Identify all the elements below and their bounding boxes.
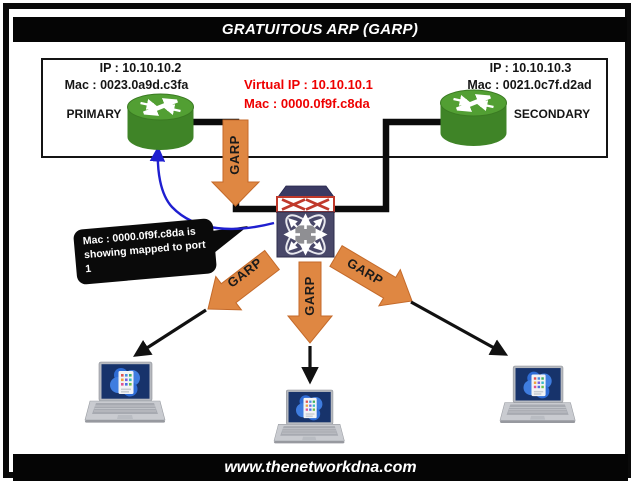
router-group-box [41,58,608,158]
switch-icon [276,185,335,258]
laptop-icon-left [84,361,166,424]
link-to-pc-right [410,300,509,356]
connection-secondary-to-switch [332,118,446,213]
secondary-ip: IP : 10.10.10.3 [489,61,572,75]
laptop-icon-right [499,365,576,424]
secondary-mac: Mac : 0021.0c7f.d2ad [467,78,592,92]
secondary-label: SECONDARY [513,107,591,121]
router-icon-secondary [441,90,507,146]
laptop-icon-middle [273,389,345,444]
page-title: GRATUITOUS ARP (GARP) [13,17,627,42]
garp-arrow-primary-down [210,119,261,207]
link-to-pc-left [133,308,207,357]
garp-arrow-to-pc-middle [286,261,334,344]
garp-arrow-to-pc-left [207,249,281,311]
primary-mac: Mac : 0023.0a9d.c3fa [64,78,189,92]
virtual-mac: Mac : 0000.0f9f.c8da [244,96,370,111]
router-icon-primary [128,94,194,150]
primary-ip: IP : 10.10.10.2 [99,61,182,75]
garp-label-down: GARP [227,135,242,175]
virtual-ip: Virtual IP : 10.10.10.1 [244,77,373,92]
primary-label: PRIMARY [66,107,122,121]
blue-pointer-arrow [149,145,275,231]
garp-arrow-to-pc-right [329,245,413,307]
garp-label-middle: GARP [302,276,317,316]
footer-website: www.thenetworkdna.com [13,454,628,481]
